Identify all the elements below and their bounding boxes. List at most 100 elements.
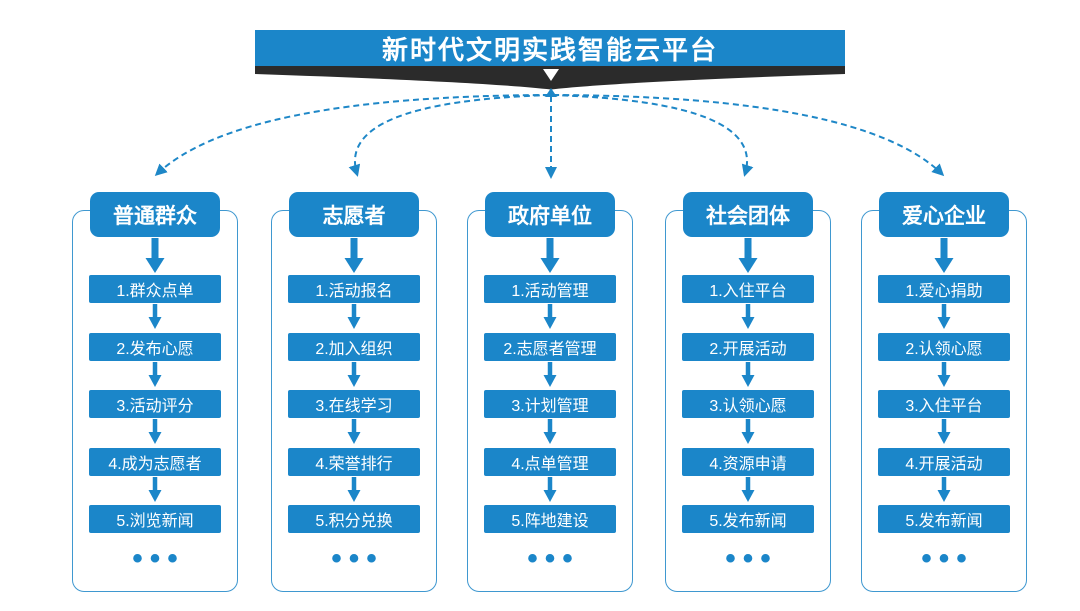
column-header: 政府单位 [485,192,615,237]
down-arrow-icon [343,238,365,274]
down-arrow-icon [936,419,952,445]
flow-step-4: 4.荣誉排行 [288,448,420,476]
ellipsis-indicator: ••• [72,544,238,574]
column-3: 政府单位 1.活动管理 2.志愿者管理 3.计划管理 4.点单管理 5.阵地建设 ••• [467,192,633,592]
down-arrow-icon [542,362,558,388]
ellipsis-dots: ••• [527,542,580,575]
down-arrow-icon [740,362,756,388]
column-header: 爱心企业 [879,192,1009,237]
down-arrow-icon [542,419,558,445]
down-arrow-icon [542,304,558,330]
flow-step-label: 3.入住平台 [905,398,983,415]
flow-step-4: 4.点单管理 [484,448,616,476]
flow-step-label: 1.活动报名 [315,283,393,300]
connector-to-column-5 [552,94,945,177]
flow-step-label: 1.活动管理 [511,283,589,300]
flow-step-label: 4.成为志愿者 [108,456,202,473]
down-arrow-icon [933,238,955,274]
flow-step-label: 2.加入组织 [315,341,393,358]
down-arrow-icon [346,362,362,388]
fan-origin-arrow-icon [545,88,557,97]
down-arrow-icon [737,238,759,274]
flow-step-3: 3.计划管理 [484,390,616,418]
flow-step-label: 4.开展活动 [905,456,983,473]
flow-step-2: 2.认领心愿 [878,333,1010,361]
column-header: 普通群众 [90,192,220,237]
down-arrow-icon [936,362,952,388]
down-arrow-icon [147,477,163,503]
down-arrow-icon [346,477,362,503]
flow-step-label: 3.活动评分 [116,398,194,415]
down-arrow-icon [740,419,756,445]
flow-step-label: 3.在线学习 [315,398,393,415]
flow-step-label: 1.入住平台 [709,283,787,300]
flow-step-label: 5.发布新闻 [709,513,787,530]
connector-to-column-4 [551,94,754,177]
flow-step-label: 5.阵地建设 [511,513,589,530]
ellipsis-indicator: ••• [467,544,633,574]
flow-step-label: 4.资源申请 [709,456,787,473]
flow-step-5: 5.积分兑换 [288,505,420,533]
column-header-label: 志愿者 [322,204,386,228]
flow-step-label: 5.浏览新闻 [116,513,194,530]
flow-step-label: 3.认领心愿 [709,398,787,415]
flow-step-2: 2.发布心愿 [89,333,221,361]
ellipsis-dots: ••• [132,542,185,575]
down-arrow-icon [539,238,561,274]
down-arrow-icon [144,238,166,274]
down-arrow-icon [936,304,952,330]
column-5: 爱心企业 1.爱心捐助 2.认领心愿 3.入住平台 4.开展活动 5.发布新闻 ••• [861,192,1027,592]
flow-step-label: 1.群众点单 [116,283,194,300]
platform-title: 新时代文明实践智能云平台 [381,34,718,65]
flow-step-label: 5.积分兑换 [315,513,393,530]
down-arrow-icon [346,419,362,445]
flow-step-3: 3.入住平台 [878,390,1010,418]
down-arrow-icon [936,477,952,503]
column-header-label: 政府单位 [508,204,592,228]
flow-step-4: 4.开展活动 [878,448,1010,476]
down-arrow-icon [542,477,558,503]
flow-step-label: 4.点单管理 [511,456,589,473]
column-header-label: 普通群众 [113,204,197,228]
flow-step-3: 3.认领心愿 [682,390,814,418]
flow-step-label: 2.志愿者管理 [503,341,597,358]
ribbon-down-arrow-icon [543,69,559,81]
column-header: 志愿者 [289,192,419,237]
ellipsis-dots: ••• [331,542,384,575]
flow-step-1: 1.爱心捐助 [878,275,1010,303]
flow-step-label: 2.开展活动 [709,341,787,358]
flow-step-1: 1.活动管理 [484,275,616,303]
down-arrow-icon [346,304,362,330]
flow-step-4: 4.成为志愿者 [89,448,221,476]
flow-step-3: 3.活动评分 [89,390,221,418]
dashed-connectors [154,94,945,179]
ellipsis-indicator: ••• [271,544,437,574]
flow-step-5: 5.发布新闻 [682,505,814,533]
platform-title-bar: 新时代文明实践智能云平台 [255,30,845,66]
column-header-label: 爱心企业 [902,204,986,228]
ellipsis-dots: ••• [921,542,974,575]
flow-step-5: 5.发布新闻 [878,505,1010,533]
ellipsis-dots: ••• [725,542,778,575]
connector-to-column-2 [348,94,551,177]
flow-step-1: 1.群众点单 [89,275,221,303]
ellipsis-indicator: ••• [861,544,1027,574]
flow-step-label: 2.发布心愿 [116,341,194,358]
column-1: 普通群众 1.群众点单 2.发布心愿 3.活动评分 4.成为志愿者 5.浏览新闻 ••• [72,192,238,592]
flow-step-4: 4.资源申请 [682,448,814,476]
down-arrow-icon [147,362,163,388]
flow-step-label: 5.发布新闻 [905,513,983,530]
flow-step-5: 5.浏览新闻 [89,505,221,533]
flow-step-1: 1.入住平台 [682,275,814,303]
down-arrow-icon [740,477,756,503]
flow-step-label: 4.荣誉排行 [315,456,393,473]
flow-step-5: 5.阵地建设 [484,505,616,533]
flow-step-1: 1.活动报名 [288,275,420,303]
flow-step-2: 2.志愿者管理 [484,333,616,361]
flow-step-label: 2.认领心愿 [905,341,983,358]
flow-step-3: 3.在线学习 [288,390,420,418]
flow-step-label: 1.爱心捐助 [905,283,983,300]
down-arrow-icon [740,304,756,330]
